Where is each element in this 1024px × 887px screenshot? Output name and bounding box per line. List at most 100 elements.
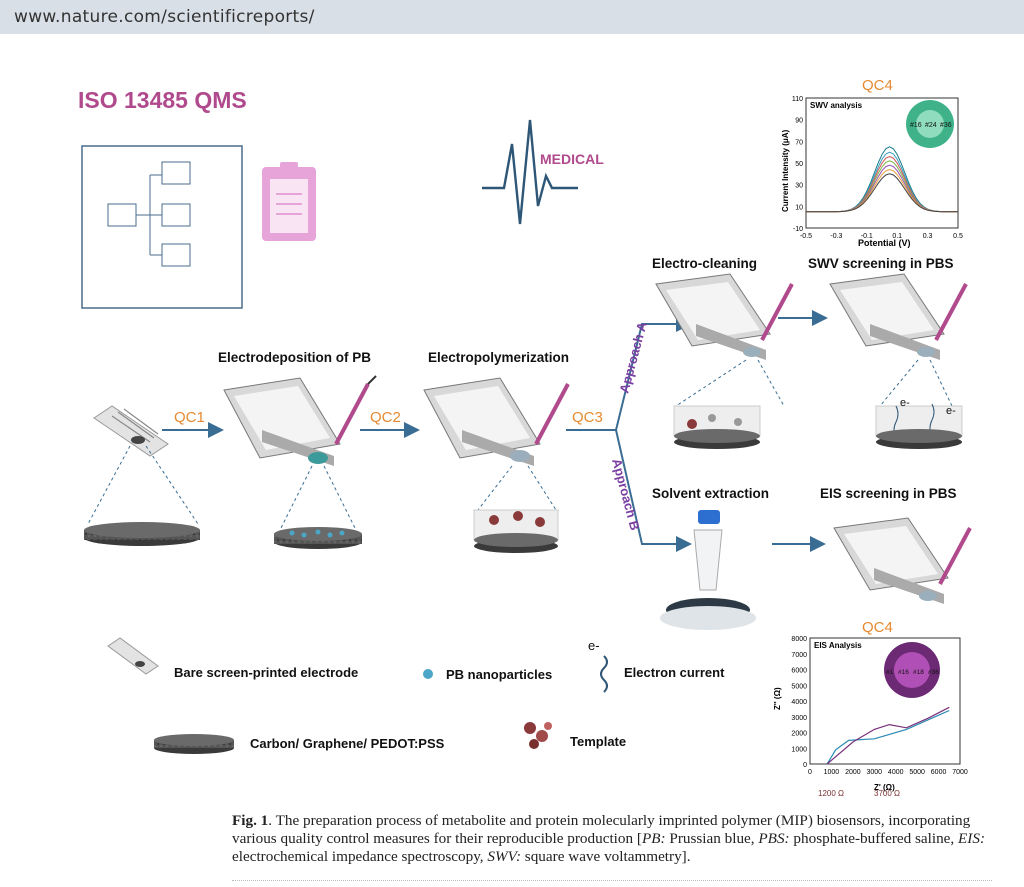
- potentiostat-5: [833, 517, 972, 604]
- eis-marker-1200: 1200 Ω: [818, 789, 844, 798]
- swv-x-tick: 0.5: [953, 233, 963, 240]
- qc4-top-label: QC4: [862, 77, 893, 94]
- figure-canvas: ISO 13485 QMS MEDICAL QC1 Electrodeposit…: [78, 77, 972, 798]
- step-electropolymerization-label: Electropolymerization: [428, 350, 569, 365]
- swv-y-tick: 10: [795, 204, 803, 211]
- eis-y-tick: 5000: [791, 683, 807, 690]
- swv-x-tick: -0.1: [861, 233, 873, 240]
- eis-x-tick: 0: [808, 769, 812, 776]
- step-electrodeposition-label: Electrodeposition of PB: [218, 350, 371, 365]
- legend-template-icon: [524, 722, 552, 749]
- bare-electrode-strip: [93, 405, 169, 457]
- mip-disc: [473, 509, 559, 553]
- potentiostat-2: [423, 377, 570, 466]
- figure-caption: Fig. 1. The preparation process of metab…: [232, 812, 992, 866]
- ecg-icon: [482, 119, 578, 225]
- eis-circle-label-2: #16: [898, 669, 909, 676]
- eis-y-tick: 4000: [791, 699, 807, 706]
- org-chart-icon: [81, 145, 243, 309]
- eis-x-tick: 6000: [931, 769, 947, 776]
- step-eis-screening-label: EIS screening in PBS: [820, 486, 957, 501]
- step-swv-screening-label: SWV screening in PBS: [808, 256, 954, 271]
- caption-swv-val: square wave voltammetry].: [521, 848, 691, 865]
- figure-1: ISO 13485 QMS MEDICAL QC1 Electrodeposit…: [0, 34, 1024, 814]
- url-text[interactable]: www.nature.com/scientificreports/: [14, 7, 315, 27]
- qc4-bottom-label: QC4: [862, 619, 893, 636]
- legend-carbon-icon: [154, 734, 234, 754]
- legend-pb-nanoparticles: PB nanoparticles: [446, 667, 552, 682]
- legend-template: Template: [570, 734, 626, 749]
- caption-pb-key: PB:: [641, 830, 666, 847]
- potentiostat-3: [655, 273, 794, 360]
- eis-circle-label-3: #18: [913, 669, 924, 676]
- swv-y-tick: 90: [795, 118, 803, 125]
- swv-x-tick: 0.1: [892, 233, 902, 240]
- caption-swv-key: SWV:: [487, 848, 521, 865]
- eis-x-tick: 1000: [824, 769, 840, 776]
- legend-electron-icon: [600, 655, 608, 693]
- eis-y-tick: 0: [803, 762, 807, 769]
- medical-label: MEDICAL: [540, 151, 604, 167]
- approach-a-label: Approach A: [616, 320, 650, 395]
- carbon-disc: [84, 522, 200, 546]
- clipboard-icon: [262, 162, 316, 241]
- eis-y-tick: 6000: [791, 668, 807, 675]
- eis-marker-3700: 3700 Ω: [874, 789, 900, 798]
- swv-circle-label-1: #16: [910, 122, 922, 129]
- eis-y-tick: 7000: [791, 652, 807, 659]
- swv-electron-2: e-: [946, 405, 956, 417]
- caption-text: The preparation process of metabolite an…: [232, 812, 971, 847]
- swv-y-tick: 30: [795, 183, 803, 190]
- swv-x-tick: 0.3: [923, 233, 933, 240]
- swv-y-axis-label: Current Intensity (μA): [781, 129, 790, 212]
- swv-electron-1: e-: [900, 397, 910, 409]
- swv-x-tick: -0.5: [800, 233, 812, 240]
- caption-abbr-open: [: [633, 830, 642, 847]
- potentiostat-1: [223, 375, 377, 466]
- eis-series-line: [826, 709, 950, 765]
- eis-y-tick: 1000: [791, 746, 807, 753]
- browser-url-bar[interactable]: www.nature.com/scientificreports/: [0, 0, 1024, 34]
- eis-y-axis-label: Z'' (Ω): [773, 687, 782, 710]
- swv-series-line: [806, 173, 958, 213]
- eis-chart-title: EIS Analysis: [814, 641, 862, 650]
- legend-bare-electrode: Bare screen-printed electrode: [174, 665, 358, 680]
- swv-chart-title: SWV analysis: [810, 101, 863, 110]
- eis-x-tick: 2000: [845, 769, 861, 776]
- step-electro-cleaning-label: Electro-cleaning: [652, 256, 757, 271]
- arrow-approach-a: [615, 316, 692, 431]
- caption-pbs-val: phosphate-buffered saline,: [789, 830, 959, 847]
- arrow-approach-b: [615, 429, 692, 552]
- swv-x-ticks: -0.5 -0.3 -0.1 0.1 0.3 0.5: [800, 233, 963, 240]
- legend-bare-electrode-icon: [107, 637, 159, 675]
- caption-eis-key: EIS:: [958, 830, 986, 847]
- approach-b-label: Approach B: [609, 457, 643, 532]
- swv-y-tick: 70: [795, 139, 803, 146]
- swv-x-axis-label: Potential (V): [858, 238, 911, 248]
- caption-pbs-key: PBS:: [758, 830, 790, 847]
- cleaned-mip-disc: [673, 405, 761, 449]
- caption-label: Fig. 1: [232, 812, 269, 829]
- legend-carbon: Carbon/ Graphene/ PEDOT:PSS: [250, 736, 445, 751]
- swv-y-tick: 110: [792, 96, 803, 103]
- eis-series-line: [826, 706, 950, 765]
- legend-pb-icon: [423, 669, 433, 679]
- caption-period: .: [268, 812, 276, 829]
- caption-pb-val: Prussian blue,: [665, 830, 759, 847]
- swv-series: [806, 146, 958, 213]
- eis-y-tick: 3000: [791, 715, 807, 722]
- eis-y-tick: 2000: [791, 731, 807, 738]
- swv-x-tick: -0.3: [830, 233, 842, 240]
- swv-y-tick: 50: [795, 161, 803, 168]
- vortex-tube: [660, 510, 756, 630]
- eis-chart: EIS Analysis 800070006000500040003000200…: [773, 636, 968, 798]
- page-divider: [232, 880, 992, 881]
- legend-electron-current: Electron current: [624, 665, 725, 680]
- step-solvent-extraction-label: Solvent extraction: [652, 486, 769, 501]
- eis-x-tick: 5000: [909, 769, 925, 776]
- swv-circle-label-2: #24: [925, 122, 937, 129]
- eis-circle-inner: [894, 652, 930, 688]
